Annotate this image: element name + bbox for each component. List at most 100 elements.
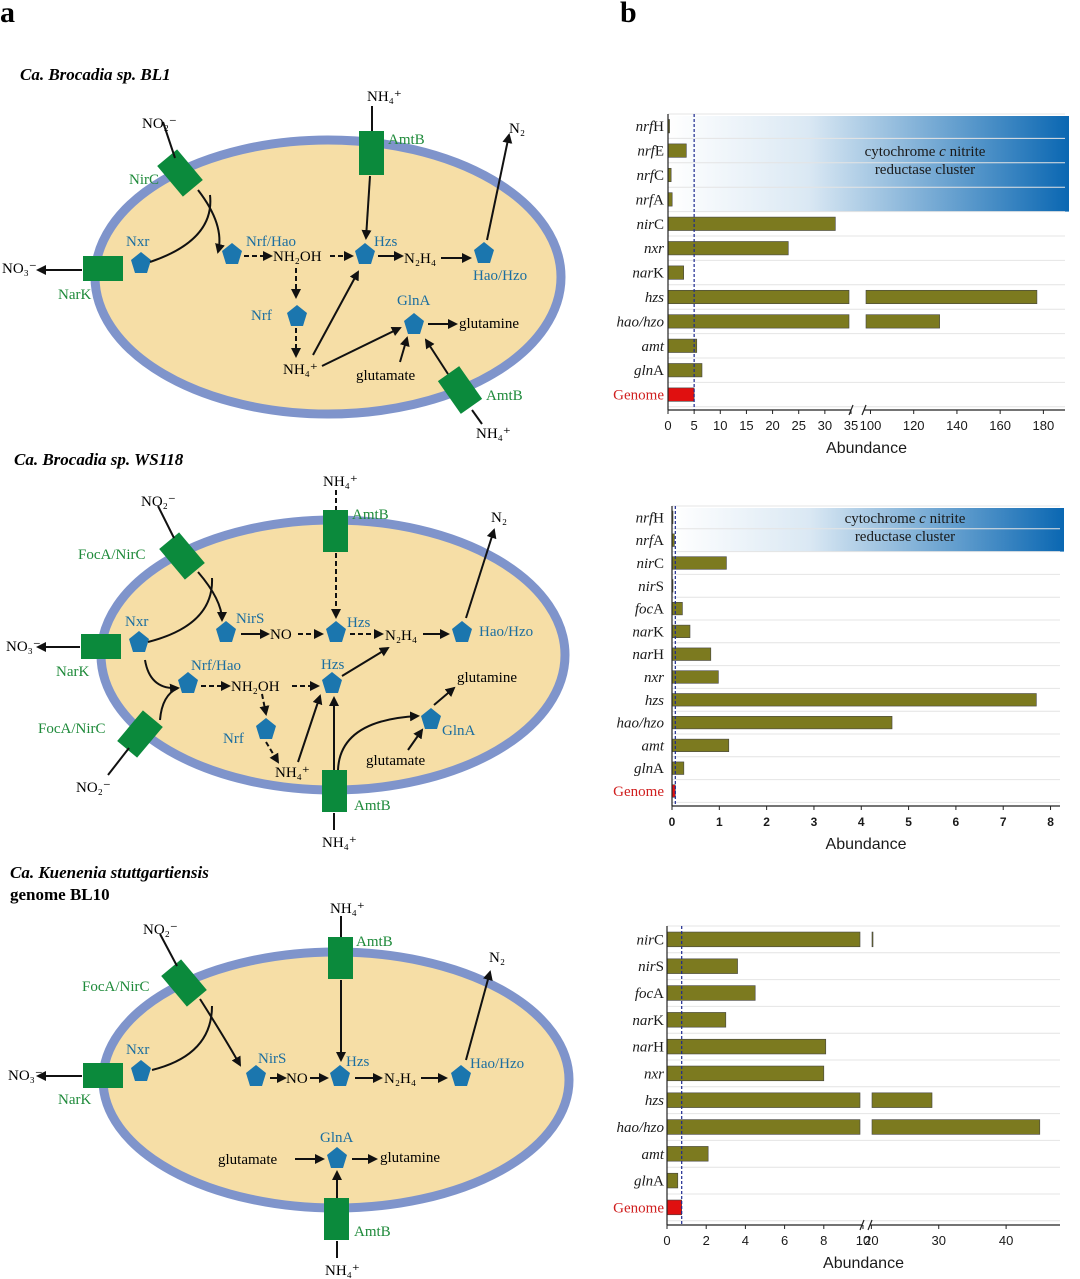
enzyme-label: Nxr	[126, 234, 149, 250]
hao-hzo-enzyme-icon	[451, 1065, 471, 1086]
enzyme-label: Nxr	[126, 1042, 149, 1058]
category-label: narK	[632, 1013, 664, 1029]
metabolite-label: N₂H₄	[404, 251, 436, 267]
enzyme-label: Hao/Hzo	[473, 268, 527, 284]
category-label: glnA	[634, 363, 664, 379]
metabolite-label: NH₄⁺	[476, 426, 511, 442]
transporter-label: AmtB	[486, 388, 523, 404]
bar	[666, 931, 861, 948]
transporter-label: FocA/NirC	[78, 547, 146, 563]
x-tick-label: 6	[953, 815, 960, 829]
metabolite-label: N₂H₄	[385, 628, 417, 644]
enzyme-label: Nrf	[223, 731, 244, 747]
metabolite-label: glutamate	[218, 1152, 277, 1168]
metabolite-label: N₂	[491, 510, 507, 526]
x-tick-label: 3	[811, 815, 818, 829]
metabolite-label: NH₄⁺	[275, 765, 310, 781]
transporter-label: FocA/NirC	[82, 979, 150, 995]
category-label: nrfH	[636, 119, 665, 135]
bar	[666, 1092, 861, 1108]
category-label: nirC	[636, 556, 664, 572]
x-tick-label: 0	[669, 815, 676, 829]
category-label: amt	[642, 738, 665, 754]
x-tick-label: 10	[713, 418, 727, 433]
transporter-label: AmtB	[388, 132, 425, 148]
x-tick-label: 7	[1000, 815, 1007, 829]
metabolite-label: NO₂⁻	[142, 116, 177, 132]
panel-label-a: a	[0, 0, 15, 29]
bar-continued	[865, 314, 940, 329]
bar	[667, 363, 703, 378]
bar	[666, 1199, 682, 1216]
enzyme-label: Hao/Hzo	[470, 1056, 524, 1072]
metabolite-label: glutamine	[380, 1150, 440, 1166]
category-label: hao/hzo	[616, 1120, 664, 1136]
cell-diagram-ws118: Ca. Brocadia sp. WS118	[6, 450, 570, 851]
x-axis-label: Abundance	[823, 1255, 904, 1272]
enzyme-label: NirS	[236, 611, 264, 627]
bar	[671, 602, 683, 616]
category-label: hzs	[645, 693, 664, 709]
x-tick-label: 40	[999, 1233, 1013, 1248]
transporter-label: AmtB	[352, 507, 389, 523]
hao-hzo-enzyme-icon	[452, 621, 472, 642]
metabolite-label: NO₂⁻	[76, 780, 111, 796]
metabolite-label: NH₄⁺	[323, 474, 358, 490]
enzyme-label: Nrf	[251, 308, 272, 324]
amtb-transporter	[359, 131, 384, 175]
cluster-label: reductase cluster	[875, 162, 975, 178]
x-tick-label: 5	[905, 815, 912, 829]
category-label: hao/hzo	[616, 716, 664, 732]
axis-break-mark	[867, 1219, 873, 1231]
category-label: narH	[632, 1040, 664, 1056]
x-tick-label: 20	[765, 418, 779, 433]
nark-transporter	[83, 1063, 123, 1088]
cluster-label: cytochrome c nitrite	[845, 511, 966, 527]
glna-enzyme-icon	[327, 1147, 347, 1168]
hzs-enzyme-icon-2	[322, 672, 342, 693]
bar	[666, 1172, 679, 1189]
category-label: glnA	[634, 1174, 664, 1190]
category-label: nrfH	[636, 510, 665, 526]
transporter-label: FocA/NirC	[38, 721, 106, 737]
cluster-label: cytochrome c nitrite	[865, 144, 986, 160]
x-tick-label: 5	[691, 418, 698, 433]
category-label: Genome	[613, 784, 664, 800]
foca-nirc-transporter	[159, 532, 205, 580]
category-label: focA	[635, 602, 664, 618]
category-label: nirS	[638, 579, 664, 595]
glna-enzyme-icon	[404, 313, 424, 334]
foca-nirc-transporter-2	[117, 710, 163, 758]
bar	[667, 387, 695, 402]
metabolite-label: NH₂OH	[231, 679, 280, 695]
bar	[666, 1038, 827, 1055]
bar	[667, 143, 687, 158]
x-tick-label: 10	[856, 1233, 870, 1248]
category-label: narK	[632, 624, 664, 640]
cell-diagram-bl1: Ca. Brocadia sp. BL1 N	[2, 65, 566, 442]
glna-enzyme-icon	[421, 708, 441, 729]
transporter-label: AmtB	[356, 934, 393, 950]
category-label: glnA	[634, 761, 664, 777]
metabolite-label: NO₃⁻	[8, 1068, 43, 1084]
metabolite-label: N₂	[509, 121, 525, 137]
metabolite-label: glutamate	[366, 753, 425, 769]
enzyme-label: Hzs	[374, 234, 397, 250]
metabolite-label: NO	[286, 1071, 308, 1087]
cell-diagram-bl10: Ca. Kuenenia stuttgartiensis genome BL10…	[8, 863, 574, 1279]
bar	[671, 670, 719, 684]
nxr-enzyme-icon	[131, 1060, 151, 1081]
transporter-label: NarK	[58, 287, 91, 303]
bar	[666, 958, 738, 974]
cell-title-line-2: genome BL10	[10, 885, 110, 904]
enzyme-label: Nxr	[125, 614, 148, 630]
metabolite-label: NO₃⁻	[2, 261, 37, 277]
category-label: nrfC	[636, 168, 664, 184]
x-tick-label: 15	[739, 418, 753, 433]
x-tick-label: 8	[820, 1233, 827, 1248]
x-tick-label: 0	[664, 418, 671, 433]
bar	[671, 624, 691, 638]
enzyme-label: GlnA	[442, 723, 476, 739]
enzyme-label: Hzs	[346, 1054, 369, 1070]
bar	[666, 1119, 861, 1135]
